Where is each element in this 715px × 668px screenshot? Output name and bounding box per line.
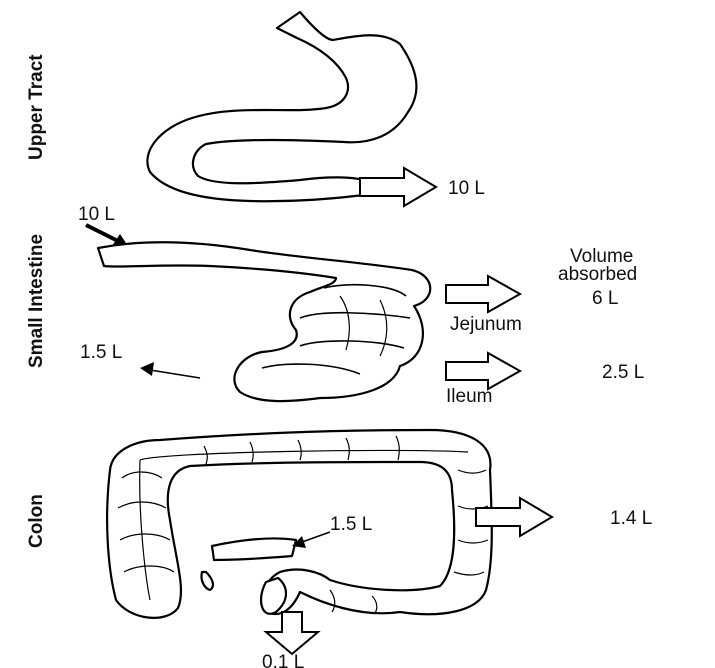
fecal-output-label: 0.1 L (262, 652, 304, 668)
jejunum-absorption-arrow (446, 276, 520, 312)
colon-inflow-label: 1.5 L (330, 514, 372, 535)
stomach-drawing (147, 12, 416, 201)
small-intestine-drawing (98, 242, 430, 401)
small-intestine-outflow-label: 1.5 L (80, 342, 122, 363)
ileum-volume-label: 2.5 L (602, 362, 644, 383)
section-label-colon: Colon (26, 494, 47, 548)
colon-volume-label: 1.4 L (610, 508, 652, 529)
section-label-small-intestine: Small Intestine (26, 234, 47, 368)
ileum-label: Ileum (446, 386, 492, 407)
jejunum-label: Jejunum (450, 314, 522, 335)
colon-drawing (107, 430, 492, 618)
upper-tract-volume-label: 10 L (448, 178, 485, 199)
small-intestine-inflow-label: 10 L (78, 204, 115, 225)
ileum-absorption-arrow (446, 353, 520, 389)
section-label-upper-tract: Upper Tract (26, 54, 47, 160)
colon-inflow-arrow (292, 532, 330, 548)
fecal-output-arrow (266, 612, 318, 654)
jejunum-volume-label: 6 L (592, 288, 618, 309)
outflow-arrow (140, 362, 200, 378)
upper-tract-absorption-arrow (360, 168, 436, 206)
volume-header-line2: absorbed (558, 264, 637, 285)
